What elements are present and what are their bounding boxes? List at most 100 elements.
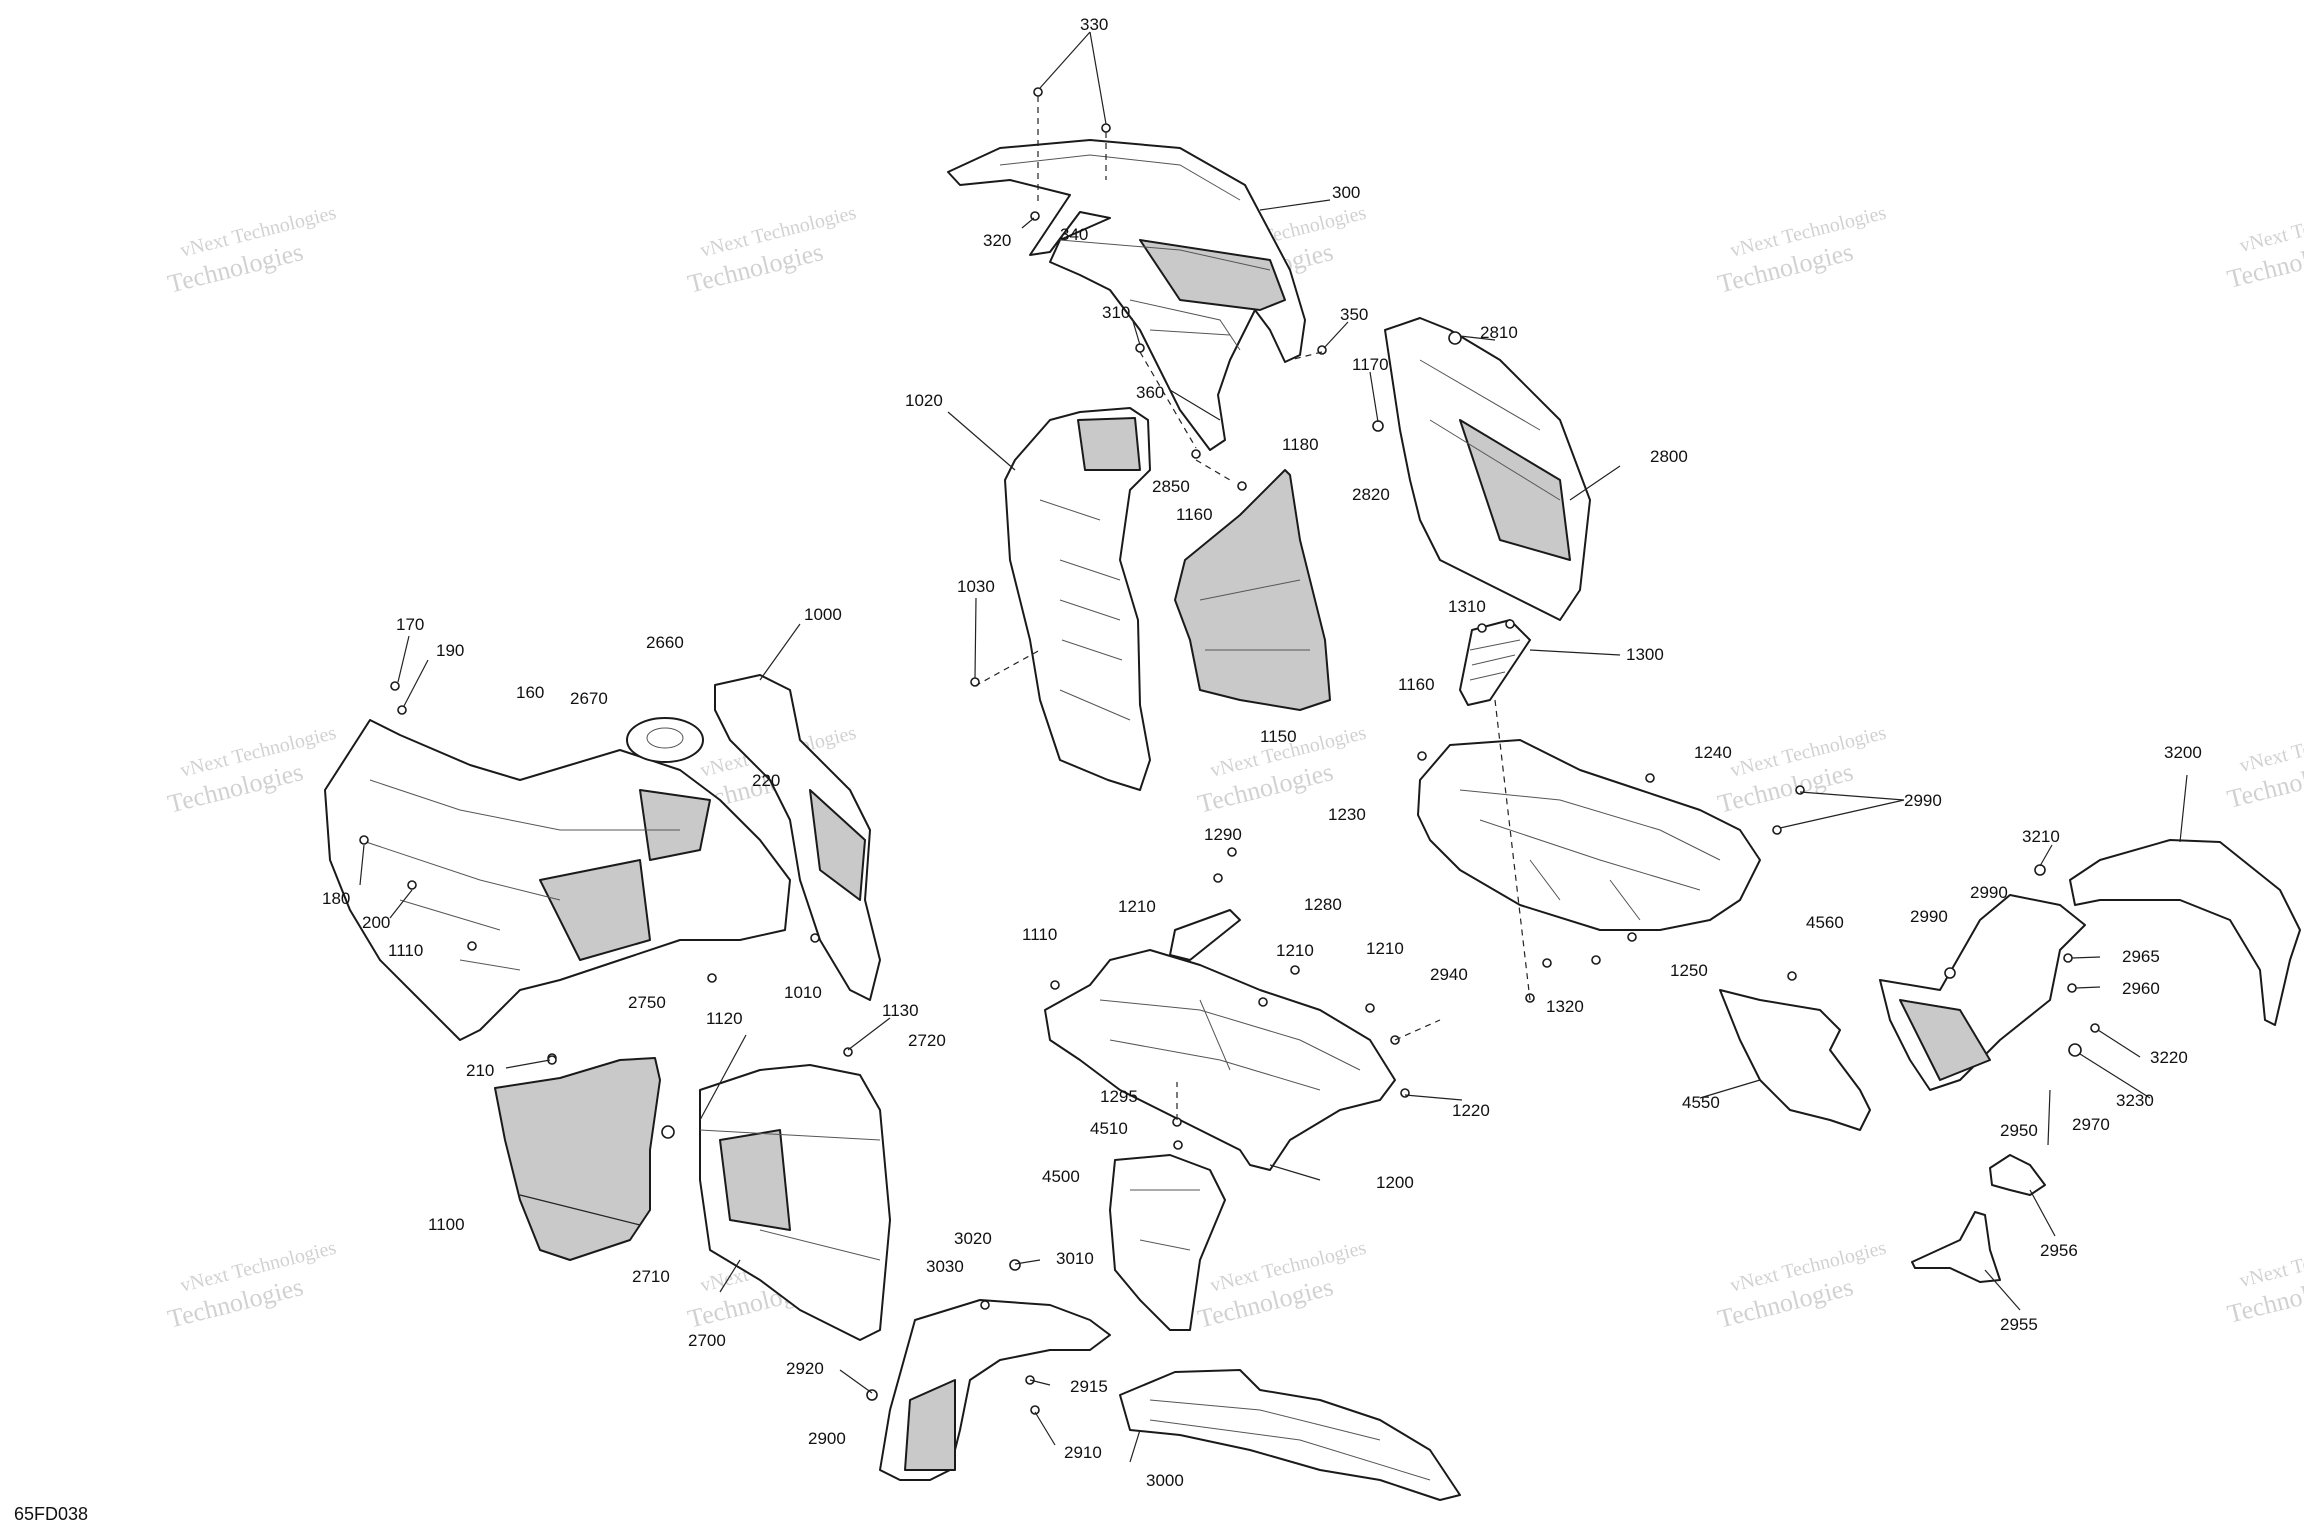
fastener [2068, 1043, 2082, 1057]
callout-labels: 330 300 320 340 310 350 360 2810 1170 11… [322, 15, 2202, 1490]
fastener [1009, 1259, 1021, 1271]
fastener [1213, 873, 1223, 883]
callout-1150: 1150 [1260, 727, 1297, 746]
part-1280-rack [1169, 909, 1241, 961]
callout-2800: 2800 [1650, 447, 1688, 466]
callout-3020: 3020 [954, 1229, 992, 1248]
callout-190: 190 [436, 641, 464, 660]
callout-2700: 2700 [688, 1331, 726, 1350]
part-1150-inner-panel [1174, 469, 1331, 711]
callout-1000: 1000 [804, 605, 842, 624]
callout-2820: 2820 [1352, 485, 1390, 504]
callout-1110: 1110 [388, 941, 423, 960]
callout-1210: 1210 [1118, 897, 1156, 916]
part-160-side-panel [324, 719, 791, 1041]
fastener [1290, 965, 1300, 975]
fastener [1645, 773, 1655, 783]
callout-180: 180 [322, 889, 350, 908]
fastener [980, 1300, 990, 1310]
part-1020-inner-panel [1004, 407, 1151, 791]
callout-340: 340 [1060, 225, 1088, 244]
part-2660-cap [626, 717, 704, 763]
part-1230-rear-frame [1417, 739, 1761, 931]
part-4550-center-part [1719, 989, 1871, 1131]
callout-2750: 2750 [628, 993, 666, 1012]
part-3000-long-cover [1119, 1369, 1461, 1501]
callout-3210: 3210 [2022, 827, 2060, 846]
fastener [1372, 420, 1384, 432]
callout-1010: 1010 [784, 983, 822, 1002]
callout-1170: 1170 [1352, 355, 1389, 374]
callout-2850: 2850 [1152, 477, 1190, 496]
callout-1200: 1200 [1376, 1173, 1414, 1192]
part-2950-rear-side-panel [1879, 894, 2086, 1091]
fastener [1173, 1140, 1183, 1150]
part-2800-side-panel [1384, 317, 1591, 621]
part-1200-front-frame [1044, 949, 1396, 1171]
fastener [1417, 751, 1427, 761]
fastener [390, 681, 400, 691]
fastener [1101, 123, 1111, 133]
fastener [1944, 967, 1956, 979]
callout-2950: 2950 [2000, 1121, 2038, 1140]
callout-1300: 1300 [1626, 645, 1664, 664]
callout-1290: 1290 [1204, 825, 1242, 844]
callout-330: 330 [1080, 15, 1108, 34]
callout-2955: 2955 [2000, 1315, 2038, 1334]
fastener [359, 835, 369, 845]
callout-1180: 1180 [1282, 435, 1319, 454]
fastener [1477, 623, 1487, 633]
callout-1120: 1120 [706, 1009, 743, 1028]
fastener [1191, 449, 1201, 459]
part-300-front-fascia [947, 139, 1306, 451]
part-1000-vertical-panel [714, 674, 881, 1001]
fastener [2063, 953, 2073, 963]
fastener [1050, 980, 1060, 990]
callout-1110: 1110 [1022, 925, 1057, 944]
callout-300: 300 [1332, 183, 1360, 202]
fastener [1591, 955, 1601, 965]
callout-350: 350 [1340, 305, 1368, 324]
part-2956-bracket [1989, 1154, 2046, 1196]
callout-200: 200 [362, 913, 390, 932]
callout-220: 220 [752, 771, 780, 790]
callout-1130: 1130 [882, 1001, 919, 1020]
callout-320: 320 [983, 231, 1011, 250]
callout-170: 170 [396, 615, 424, 634]
fastener [810, 933, 820, 943]
part-2900-front-fender [879, 1299, 1111, 1481]
part-3200-rear-cover [2069, 839, 2301, 1026]
callout-2956: 2956 [2040, 1241, 2078, 1260]
callout-1220: 1220 [1452, 1101, 1490, 1120]
assembly-lines [974, 96, 1531, 1120]
fastener [866, 1389, 878, 1401]
callout-3200: 3200 [2164, 743, 2202, 762]
callout-1210: 1210 [1366, 939, 1404, 958]
callout-2910: 2910 [1064, 1443, 1102, 1462]
callout-1250: 1250 [1670, 961, 1708, 980]
fastener [2067, 983, 2077, 993]
callout-210: 210 [466, 1061, 494, 1080]
fastener [1258, 997, 1268, 1007]
callout-4500: 4500 [1042, 1167, 1080, 1186]
part-1300-rack [1459, 619, 1531, 706]
callout-3030: 3030 [926, 1257, 964, 1276]
callout-2660: 2660 [646, 633, 684, 652]
callout-160: 160 [516, 683, 544, 702]
callout-2920: 2920 [786, 1359, 824, 1378]
callout-2965: 2965 [2122, 947, 2160, 966]
fastener [467, 941, 477, 951]
callout-1160: 1160 [1398, 675, 1435, 694]
fastener [1237, 481, 1247, 491]
fastener [661, 1125, 675, 1139]
callout-2940: 2940 [1430, 965, 1468, 984]
callout-2720: 2720 [908, 1031, 946, 1050]
callout-1020: 1020 [905, 391, 943, 410]
callout-360: 360 [1136, 383, 1164, 402]
fastener [1033, 87, 1043, 97]
fastener [397, 705, 407, 715]
callout-1310: 1310 [1448, 597, 1486, 616]
callout-1160: 1160 [1176, 505, 1213, 524]
